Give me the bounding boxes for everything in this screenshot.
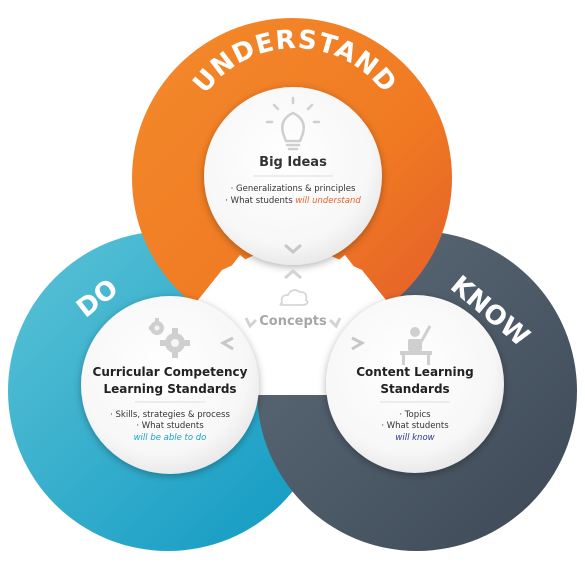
big-ideas-emphasis: will understand	[295, 196, 361, 206]
center-label: Concepts	[259, 314, 327, 329]
do-bullet-2: · What students	[136, 421, 204, 431]
big-ideas-title: Big Ideas	[259, 155, 327, 170]
chevron-br-icon	[328, 317, 342, 329]
know-emphasis: will know	[395, 433, 434, 443]
big-ideas-bullet-2: · What students will understand	[225, 196, 361, 206]
chevron-bl-icon	[244, 317, 258, 329]
big-ideas-bullet-2-prefix: · What students	[225, 196, 295, 206]
do-inner-circle	[81, 296, 259, 474]
know-title-line-1: Content Learning	[356, 365, 474, 379]
lightbulb-icon	[265, 96, 321, 151]
big-ideas-bullet-1: · Generalizations & principles	[231, 184, 356, 194]
know-inner-circle	[326, 295, 504, 473]
chevron-left-icon	[219, 336, 234, 351]
cloud-icon	[279, 289, 309, 306]
do-title-line-1: Curricular Competency	[93, 365, 248, 379]
chevron-up-icon	[284, 269, 302, 280]
do-bullet-1: · Skills, strategies & process	[110, 410, 230, 420]
know-bullet-1: · Topics	[399, 410, 431, 420]
know-title-line-2: Standards	[380, 382, 449, 396]
do-emphasis: will be able to do	[134, 433, 207, 443]
student-at-desk-icon	[400, 325, 432, 365]
know-bullet-2: · What students	[381, 421, 449, 431]
chevron-down-icon	[284, 243, 302, 254]
gears-icon	[149, 318, 190, 358]
chevron-right-icon	[351, 336, 366, 351]
do-title-line-2: Learning Standards	[103, 382, 236, 396]
